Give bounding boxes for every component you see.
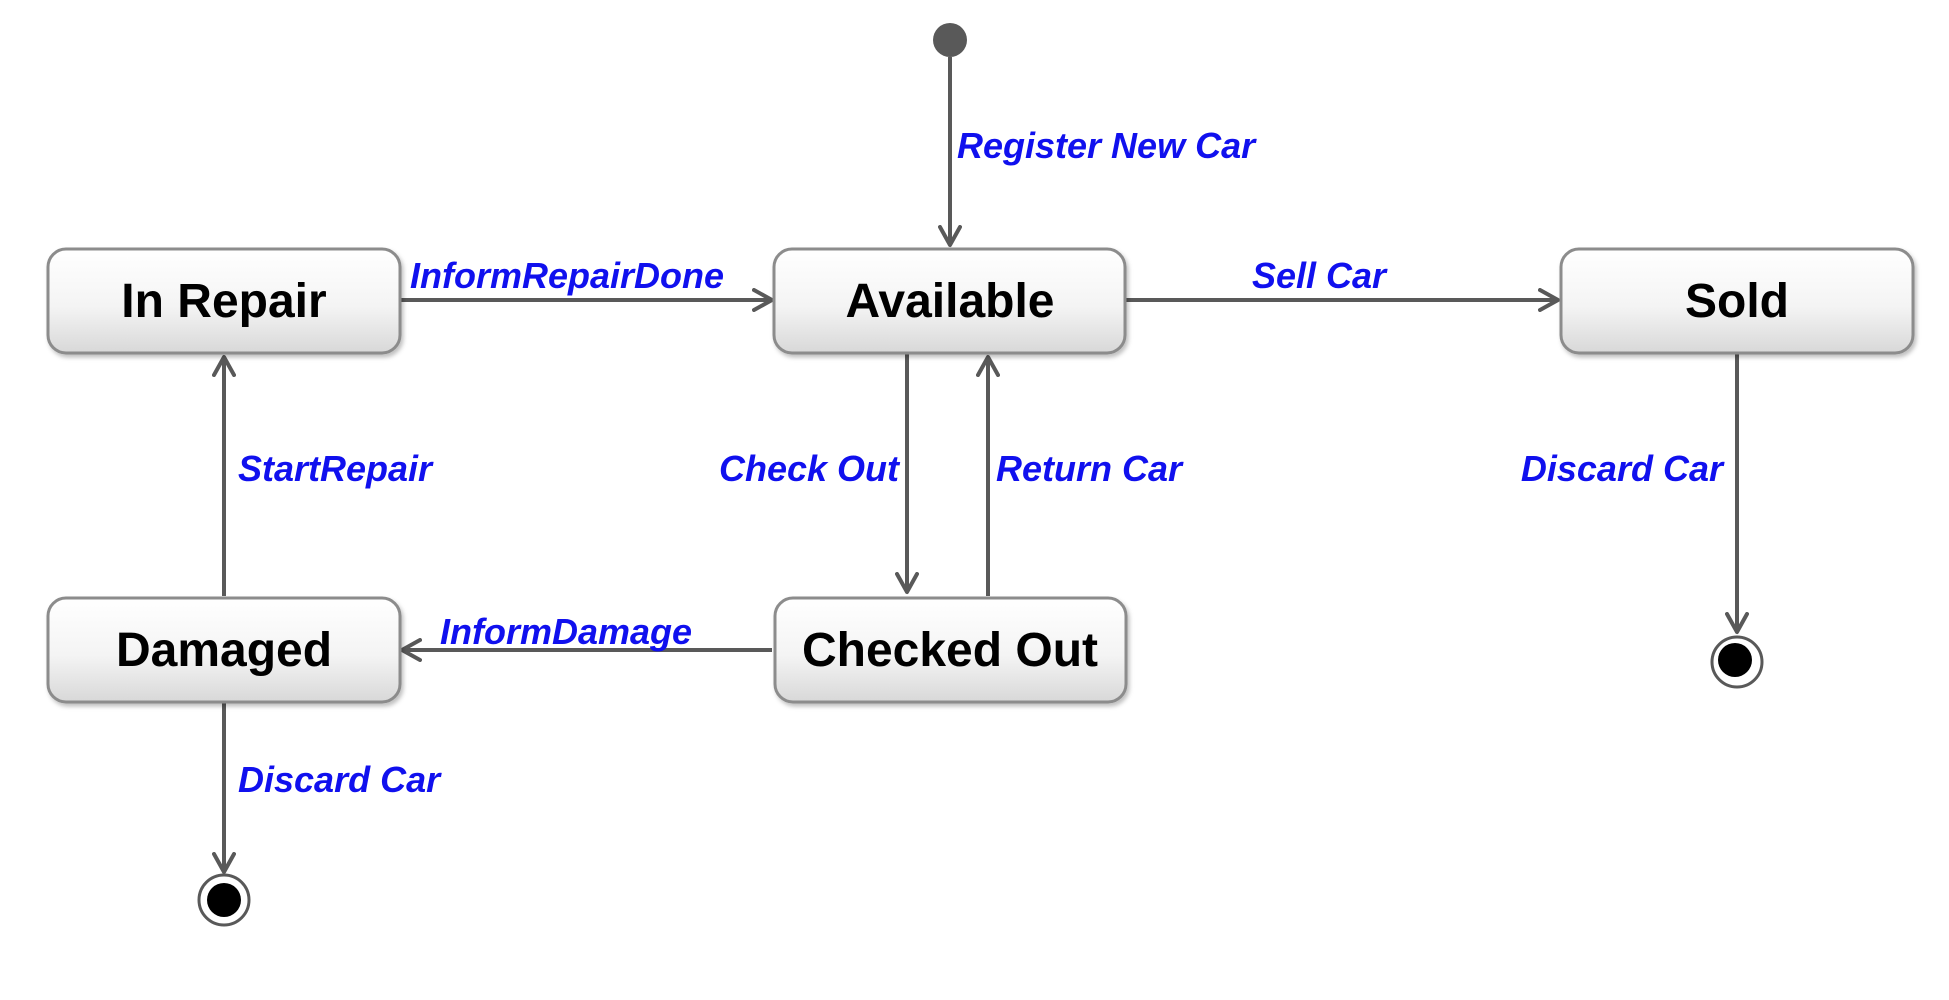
state-sold: Sold: [1559, 247, 1915, 355]
label-check-out: Check Out: [719, 448, 901, 489]
final-state-sold: [1710, 635, 1764, 689]
state-label: Checked Out: [802, 624, 1098, 677]
label-start-repair: StartRepair: [238, 448, 434, 489]
state-damaged: Damaged: [46, 596, 402, 704]
state-label: Damaged: [116, 624, 332, 677]
state-checked-out: Checked Out: [773, 596, 1128, 704]
label-inform-damage: InformDamage: [440, 611, 692, 652]
final-state-damaged: [197, 873, 251, 927]
label-discard-car-sold: Discard Car: [1521, 448, 1725, 489]
label-discard-car-damaged: Discard Car: [238, 759, 442, 800]
state-label: Available: [846, 275, 1055, 328]
label-return-car: Return Car: [996, 448, 1184, 489]
label-inform-repair-done: InformRepairDone: [410, 255, 724, 296]
state-label: In Repair: [121, 275, 326, 328]
state-available: Available: [772, 247, 1127, 355]
label-sell-car: Sell Car: [1252, 255, 1388, 296]
initial-state: [933, 23, 967, 57]
label-register-new-car: Register New Car: [957, 125, 1257, 166]
state-label: Sold: [1685, 275, 1789, 328]
state-in-repair: In Repair: [46, 247, 402, 355]
